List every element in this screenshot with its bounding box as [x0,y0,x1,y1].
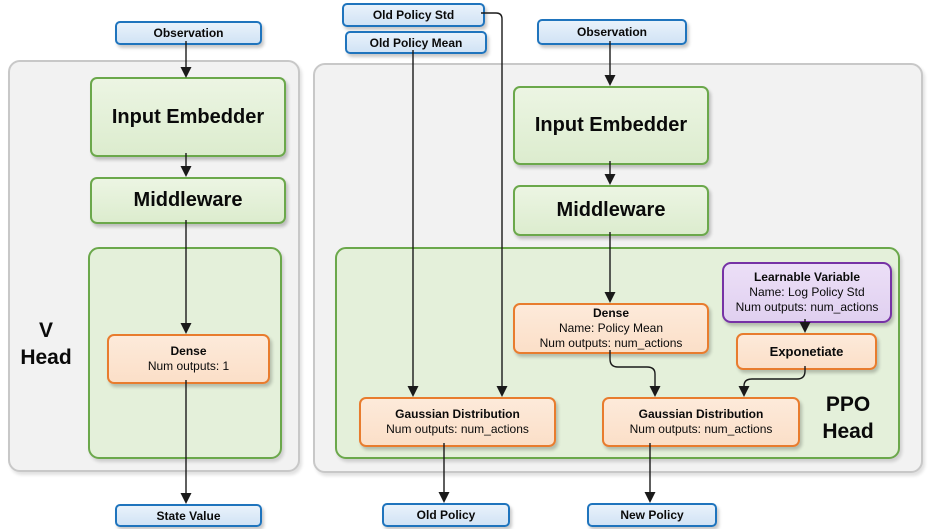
ppo-head-label-line2: Head [822,420,874,443]
middleware-ppo: Middleware [513,185,709,236]
old-policy-output: Old Policy [382,503,510,527]
observation-input-v: Observation [115,21,262,45]
gaussian-old-outputs: Num outputs: num_actions [386,422,529,436]
old-policy-output-label: Old Policy [416,508,476,522]
v-head-label-line2: Head [20,346,72,369]
observation-input-ppo-label: Observation [576,25,648,39]
old-policy-mean-input: Old Policy Mean [345,31,487,54]
ppo-head-label-line1: PPO [825,393,871,416]
middleware-v-label: Middleware [133,189,243,211]
middleware-ppo-label: Middleware [556,199,666,221]
old-policy-std-input-label: Old Policy Std [372,8,455,22]
dense-policy-mean-name: Name: Policy Mean [558,321,664,335]
v-head-label: V Head [6,317,86,371]
learnable-variable-title: Learnable Variable [753,270,861,284]
input-embedder-v: Input Embedder [90,77,286,157]
observation-input-ppo: Observation [537,19,687,45]
dense-v-title: Dense [170,344,207,358]
dense-v: Dense Num outputs: 1 [107,334,270,384]
learnable-variable-outputs: Num outputs: num_actions [735,300,879,314]
state-value-output: State Value [115,504,262,527]
gaussian-distribution-new: Gaussian Distribution Num outputs: num_a… [602,397,800,447]
dense-v-outputs: Num outputs: 1 [147,359,230,373]
old-policy-mean-input-label: Old Policy Mean [369,35,463,50]
dense-policy-mean-title: Dense [592,306,630,320]
gaussian-new-outputs: Num outputs: num_actions [629,422,773,436]
gaussian-distribution-old: Gaussian Distribution Num outputs: num_a… [359,397,556,447]
state-value-output-label: State Value [156,508,221,523]
input-embedder-v-label: Input Embedder [111,105,265,128]
gaussian-new-title: Gaussian Distribution [638,407,764,421]
old-policy-std-input: Old Policy Std [342,3,485,27]
middleware-v: Middleware [90,177,286,224]
new-policy-output: New Policy [587,503,717,527]
dense-policy-mean: Dense Name: Policy Mean Num outputs: num… [513,303,709,354]
gaussian-old-title: Gaussian Distribution [395,407,520,421]
input-embedder-ppo: Input Embedder [513,86,709,165]
ppo-head-label: PPO Head [810,391,886,445]
learnable-variable-name: Name: Log Policy Std [749,285,865,299]
dense-policy-mean-outputs: Num outputs: num_actions [539,336,683,350]
exponentiate-node: Exponetiate [736,333,877,370]
observation-input-v-label: Observation [153,26,224,40]
new-policy-output-label: New Policy [620,508,684,522]
exponentiate-node-label: Exponetiate [769,344,844,359]
input-embedder-ppo-label: Input Embedder [534,114,688,136]
v-head-label-line1: V [38,319,53,342]
learnable-variable-log-policy-std: Learnable Variable Name: Log Policy Std … [722,262,892,323]
